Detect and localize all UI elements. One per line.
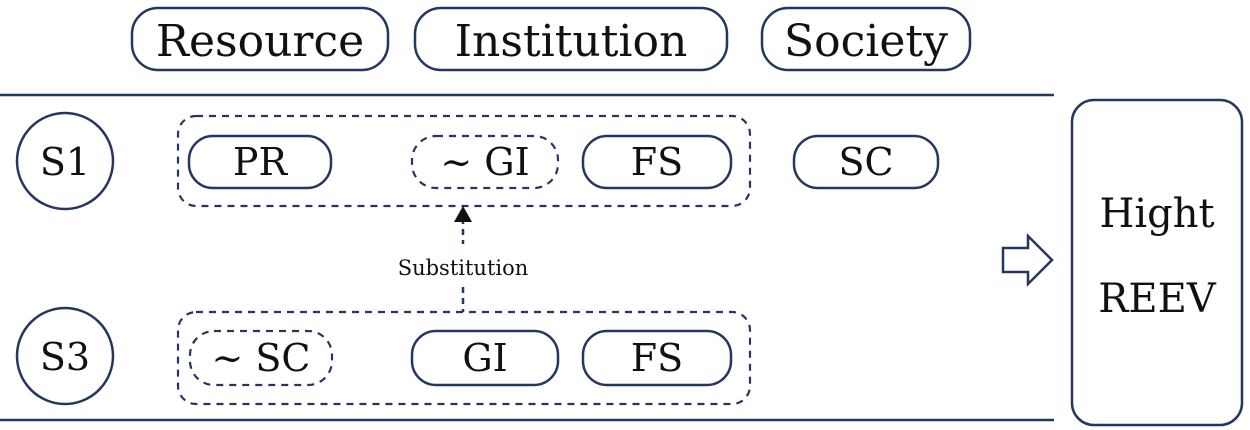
header-pill-society: Society (760, 6, 972, 72)
header-label-society: Society (784, 16, 948, 67)
condition-pill-sc (792, 134, 940, 190)
row-s1: S1 PR ~ GI FS SC (15, 111, 940, 211)
header-pill-resource: Resource (130, 6, 390, 72)
row-id-circle-s1 (15, 111, 115, 211)
condition-label-fs-s3: FS (631, 336, 683, 380)
outcome-line-1: Hight (1099, 191, 1214, 237)
row-id-s1: S1 (40, 140, 90, 184)
condition-label-not-sc: ~ SC (211, 336, 310, 380)
condition-pill-not-sc (188, 329, 334, 387)
outcome-box: Hight REEV (1070, 98, 1244, 427)
row-id-circle-s3 (15, 306, 115, 406)
condition-label-gi: GI (462, 336, 507, 380)
header-pill-institution: Institution (413, 6, 729, 72)
condition-label-not-gi: ~ GI (440, 140, 529, 184)
condition-label-sc: SC (838, 140, 893, 184)
condition-label-fs-s1: FS (631, 140, 683, 184)
condition-pill-fs-s1 (581, 134, 733, 190)
row-id-s3: S3 (40, 335, 90, 379)
substitution-label: Substitution (398, 256, 529, 280)
configuration-group-s1 (176, 114, 752, 208)
header-label-resource: Resource (156, 16, 364, 67)
arrow-head (454, 206, 472, 222)
condition-pill-fs-s3 (581, 329, 733, 387)
condition-pill-gi (410, 329, 560, 387)
implies-arrow-icon (1001, 232, 1054, 288)
condition-pill-pr (187, 134, 333, 190)
condition-label-pr: PR (233, 140, 289, 184)
substitution-arrow (454, 206, 472, 312)
condition-pill-not-gi (410, 134, 560, 190)
outcome-line-2: REEV (1098, 276, 1217, 322)
row-s3: S3 ~ SC GI FS (15, 306, 752, 406)
header-label-institution: Institution (455, 16, 688, 67)
configuration-group-s3 (176, 310, 752, 406)
